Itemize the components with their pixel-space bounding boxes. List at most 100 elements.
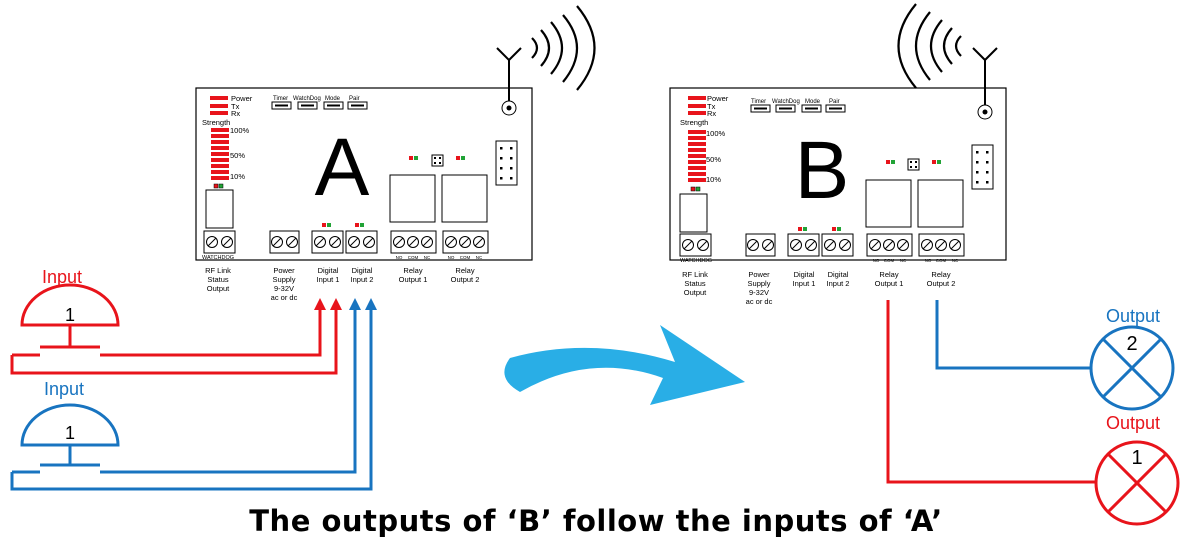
led-tx [210, 104, 228, 108]
strength-100: 100% [230, 126, 250, 135]
label-power-2: Supply [273, 275, 296, 284]
board-b-letter: B [795, 125, 850, 216]
strength-bar-a [211, 128, 229, 180]
label-power-1: Power [273, 266, 295, 275]
b-button-label-pair: Pair [829, 99, 840, 105]
label-digital-1b: Input 1 [317, 275, 340, 284]
label-power-3: 9-32V [274, 284, 294, 293]
relay-1-nc: NC [424, 255, 431, 260]
button-label-watchdog: WatchDog [293, 96, 321, 102]
b-label-digital-1a: Digital [794, 270, 815, 279]
b-relay-2-coil [917, 179, 964, 228]
b-button-label-watchdog: WatchDog [772, 99, 800, 105]
board-buttons: Timer WatchDog Mode Pair [271, 96, 368, 110]
antenna-b [972, 47, 998, 105]
radio-waves-a-icon [531, 5, 596, 91]
relay-2-com: COM [460, 255, 471, 260]
b-relay-1-coil [865, 179, 912, 228]
b-relay-1-nc: NC [900, 258, 907, 263]
b-strength-100: 100% [706, 129, 726, 138]
strength-label: Strength [202, 118, 230, 127]
label-relay-2b: Output 2 [451, 275, 480, 284]
arrowhead-digital-1b [330, 298, 342, 310]
arrowhead-digital-2b [365, 298, 377, 310]
relay-2-coil [441, 174, 488, 223]
b-strength-label: Strength [680, 118, 708, 127]
b-relay-2-com: COM [936, 258, 947, 263]
board-b: Power Tx Rx Strength 100% 50% 10% Timer … [669, 87, 1007, 306]
arrowhead-digital-1a [314, 298, 326, 310]
b-label-power-1: Power [748, 270, 770, 279]
led-label-power: Power [231, 94, 253, 103]
b-label-power-3: 9-32V [749, 288, 769, 297]
label-rf-link-2: Status [207, 275, 229, 284]
b-watchdog-relay [679, 193, 708, 233]
input-1-pushbutton-red [10, 283, 338, 375]
input-1-label: Input [42, 267, 82, 287]
watchdog-relay [205, 189, 234, 229]
b-led-label-rx: Rx [707, 109, 716, 118]
b-jumper-block [907, 158, 920, 171]
led-label-rx: Rx [231, 109, 240, 118]
arrowhead-digital-2a [349, 298, 361, 310]
b-led-label-tx: Tx [707, 102, 716, 111]
b-label-relay-2a: Relay [931, 270, 950, 279]
connector-header [495, 140, 518, 186]
board-a: Power Tx Rx Strength 100% 50% 10% Timer … [195, 87, 533, 302]
output-1-number: 1 [1131, 447, 1142, 469]
b-label-relay-2b: Output 2 [927, 279, 956, 288]
terminals-a [203, 230, 489, 254]
b-relay-2-nc: NC [952, 258, 959, 263]
board-a-letter: A [315, 122, 370, 213]
b-label-rf-link-3: Output [684, 288, 707, 297]
b-label-power-2: Supply [748, 279, 771, 288]
output-2-label: Output [1106, 306, 1160, 326]
antenna-a [496, 47, 522, 101]
transfer-arrow-icon [504, 325, 745, 405]
label-relay-1b: Output 1 [399, 275, 428, 284]
output-2-wire-blue [935, 300, 1090, 370]
button-label-timer: Timer [273, 96, 288, 102]
input-2-pushbutton-blue [10, 308, 373, 491]
b-label-power-4: ac or dc [746, 297, 773, 306]
relay-2-no: NO [448, 255, 455, 260]
relay-1-com: COM [408, 255, 419, 260]
button-label-mode: Mode [325, 96, 341, 102]
board-b-outline [669, 87, 1007, 261]
label-power-4: ac or dc [271, 293, 298, 302]
diagram-caption: The outputs of ‘B’ follow the inputs of … [249, 504, 943, 538]
b-relay-1-com: COM [884, 258, 895, 263]
label-digital-1a: Digital [318, 266, 339, 275]
strength-bar-b [688, 130, 706, 182]
b-label-rf-link-2: Status [684, 279, 706, 288]
b-label-rf-link-1: RF Link [682, 270, 708, 279]
jumper-block [431, 154, 444, 167]
b-led-label-power: Power [707, 94, 729, 103]
led-power [210, 96, 228, 100]
label-rf-link-3: Output [207, 284, 230, 293]
link-led-green [218, 183, 224, 189]
watchdog-label: WATCHDOG [202, 255, 234, 261]
input-2-label: Input [44, 379, 84, 399]
input-2-number: 1 [65, 423, 75, 443]
link-led-red [213, 183, 219, 189]
b-label-relay-1b: Output 1 [875, 279, 904, 288]
b-label-relay-1a: Relay [879, 270, 898, 279]
label-relay-2a: Relay [455, 266, 474, 275]
output-1-label: Output [1106, 413, 1160, 433]
b-button-label-timer: Timer [751, 99, 766, 105]
terminals-b [679, 233, 965, 257]
input-1-number: 1 [65, 305, 75, 325]
led-label-tx: Tx [231, 102, 240, 111]
b-watchdog-label: WATCHDOG [680, 258, 712, 264]
led-rx [210, 111, 228, 115]
relay-2-nc: NC [476, 255, 483, 260]
strength-50: 50% [230, 151, 245, 160]
b-label-digital-1b: Input 1 [793, 279, 816, 288]
label-digital-2b: Input 2 [351, 275, 374, 284]
b-relay-2-no: NO [925, 258, 932, 263]
b-strength-50: 50% [706, 155, 721, 164]
b-button-label-mode: Mode [805, 99, 821, 105]
